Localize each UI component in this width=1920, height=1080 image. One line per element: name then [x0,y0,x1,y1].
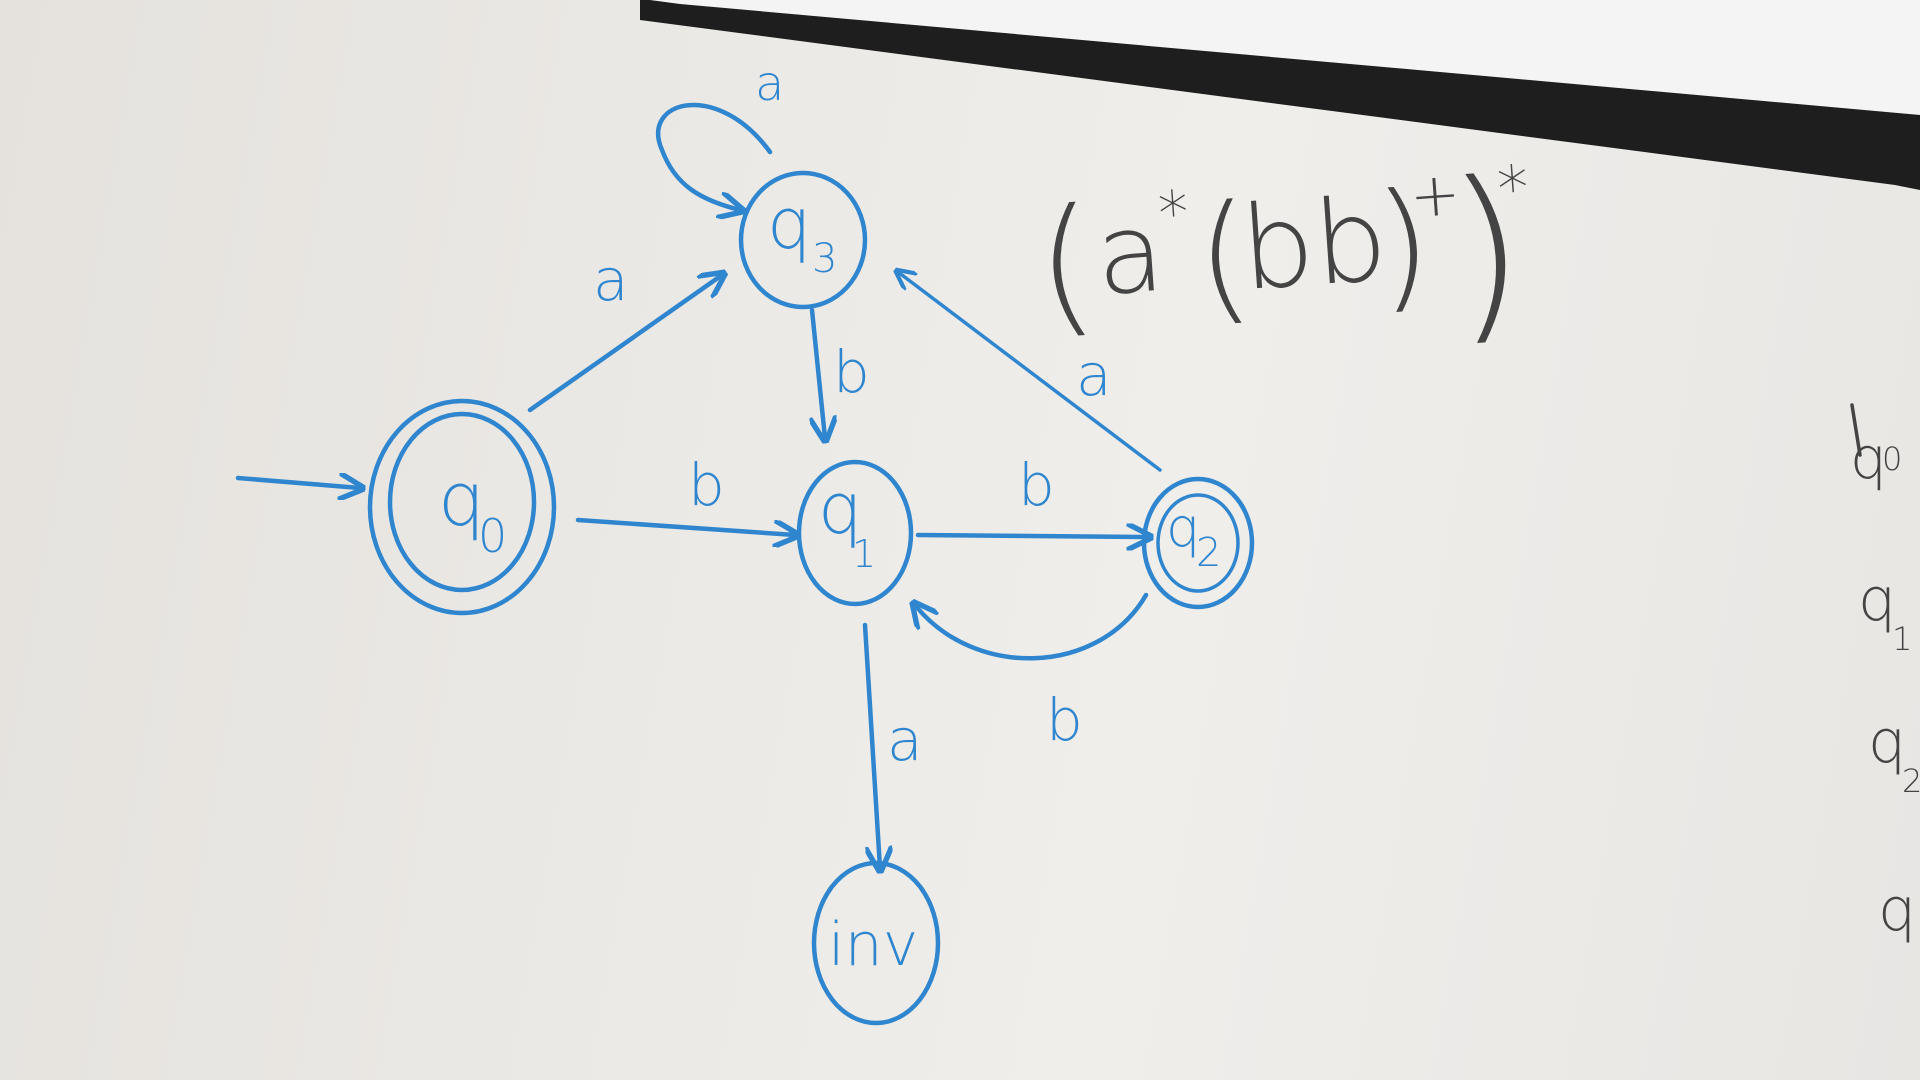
regex-star-1: * [1156,178,1191,250]
edge-q2-q3-label: a [1076,341,1112,409]
start-arrow [235,478,360,488]
regex-close-outer: ) [1442,139,1531,365]
state-q0-sub: 0 [478,509,507,563]
edge-q2-q1: b [915,592,1149,754]
right-item-q0-name: q [1850,424,1887,492]
state-q3-name: q [767,183,811,265]
right-item-q0: q 0 [1850,403,1902,492]
right-column: q 0 q 1 q 2 q [1850,403,1920,945]
board-frame-edge [640,0,1920,190]
state-q2-sub: 2 [1196,530,1221,576]
edge-q0-q3: a [527,246,722,413]
edge-q1-q2-label: b [1018,451,1055,519]
edge-q0-q1-label: b [688,451,725,519]
edge-q3-self: a [655,56,784,210]
edge-q3-self-label: a [755,56,784,112]
state-q3-sub: 3 [812,236,837,282]
edge-q0-q3-label: a [593,246,629,314]
right-item-q1: q 1 [1858,565,1912,658]
state-q0: q 0 [367,398,557,616]
right-item-q0-sub: 0 [1882,440,1902,478]
regex-expression: ( a * ( bb ) + ) * [1031,139,1532,365]
state-q2-name: q [1166,496,1200,559]
regex-open-inner: ( [1191,175,1257,341]
edge-q1-inv-label: a [887,706,923,774]
edge-q2-q1-label: b [1046,686,1083,754]
state-q0-name: q [438,457,485,543]
regex-close-inner: ) [1371,162,1437,328]
right-item-q2: q 2 [1868,707,1920,800]
state-inv-name: inv [828,910,918,980]
state-inv: inv [811,860,941,1026]
edge-q3-q1-label: b [833,338,870,406]
state-q3: q 3 [738,170,868,310]
regex-bb: bb [1237,173,1392,317]
regex-plus: + [1408,159,1463,232]
regex-star-2: * [1495,151,1531,226]
edge-q2-q3: a [898,272,1162,472]
right-item-q2-name: q [1868,707,1906,777]
state-q1-sub: 1 [852,532,876,576]
state-q1: q 1 [796,459,914,607]
edge-q1-inv: a [862,622,923,868]
right-item-q2-sub: 2 [1902,762,1920,800]
right-item-q1-sub: 1 [1892,620,1912,658]
right-item-q1-name: q [1858,565,1896,635]
state-q2: q 2 [1141,476,1255,610]
edge-q0-q1: b [575,451,795,535]
right-item-q3: q [1878,875,1916,945]
right-item-q3-name: q [1878,875,1916,945]
regex-open-outer: ( [1031,177,1102,355]
edge-q1-q2: b [915,451,1148,537]
edge-q3-q1: b [812,307,870,438]
regex-a: a [1092,188,1168,320]
state-q1-name: q [818,468,862,550]
